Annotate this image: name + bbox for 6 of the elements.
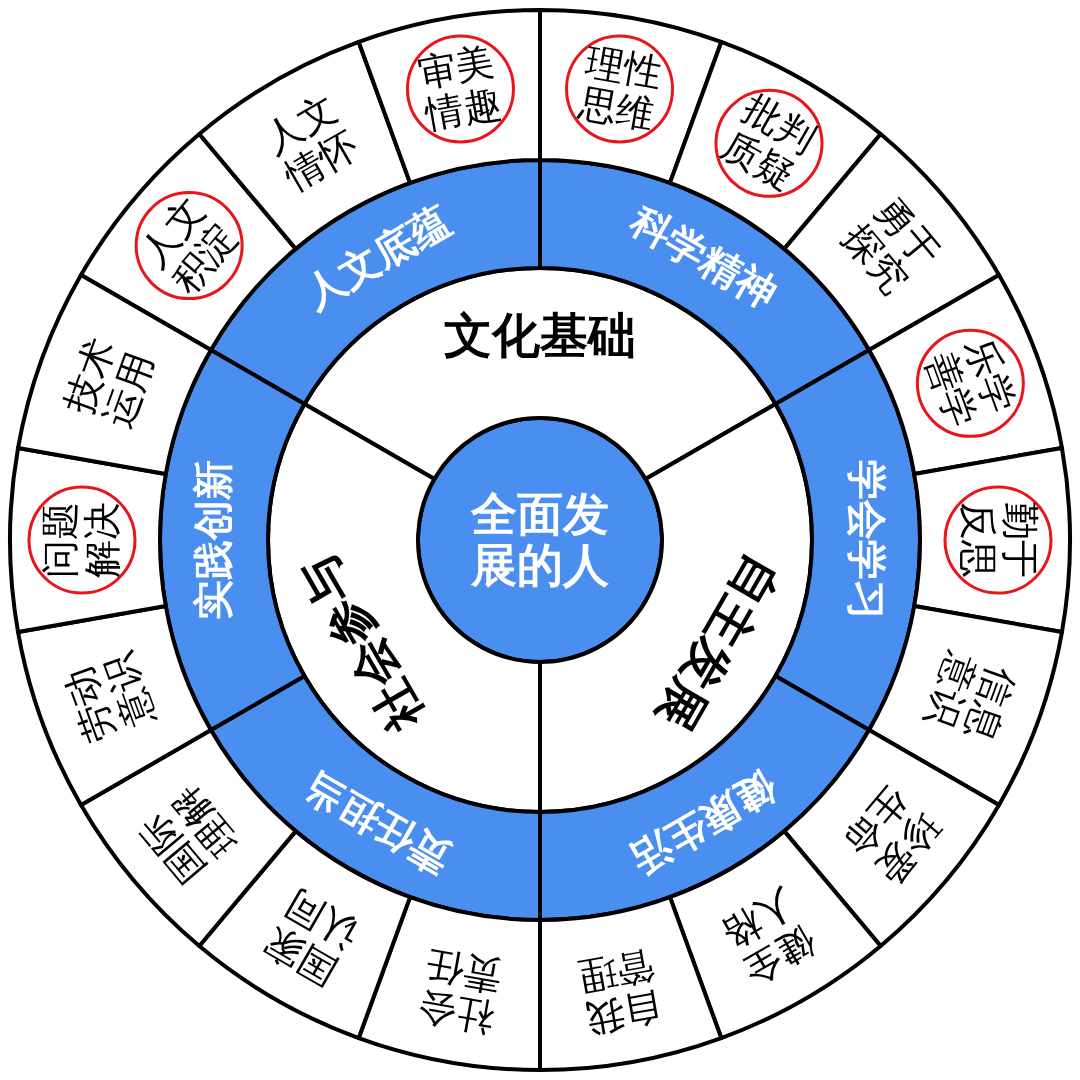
category-label: 文化基础 xyxy=(436,308,644,362)
category-label: 自主发展 xyxy=(643,539,792,746)
category-label: 实践创新 xyxy=(191,454,235,626)
category-label: 责任担当 xyxy=(291,761,462,886)
category-label: 社会参与 xyxy=(288,539,437,746)
category-label: 学会学习 xyxy=(845,454,889,626)
